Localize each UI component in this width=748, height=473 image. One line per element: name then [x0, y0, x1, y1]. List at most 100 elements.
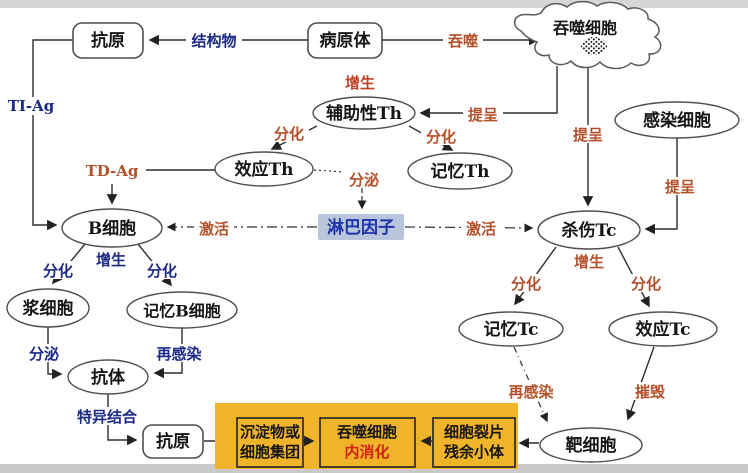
- svg-text:增生: 增生: [574, 253, 604, 271]
- svg-text:记忆Th: 记忆Th: [430, 161, 489, 182]
- label-activate-right: 激活: [461, 219, 501, 238]
- label-present-tc: 提呈: [568, 125, 608, 144]
- svg-text:记忆B细胞: 记忆B细胞: [143, 302, 221, 321]
- svg-text:吞噬: 吞噬: [447, 32, 478, 50]
- label-secrete-th: 分泌: [344, 170, 384, 189]
- label-td-ag: TD-Ag: [86, 161, 139, 180]
- svg-text:分化: 分化: [426, 128, 456, 146]
- node-plasma-cell: 浆细胞: [6, 288, 90, 328]
- svg-text:残余小体: 残余小体: [444, 443, 505, 461]
- svg-text:效应Tc: 效应Tc: [635, 319, 690, 340]
- label-differentiate-b-left: 分化: [38, 261, 78, 280]
- label-differentiate-th-left: 分化: [269, 124, 309, 143]
- node-antigen-bottom: 抗原: [142, 424, 204, 459]
- svg-text:提呈: 提呈: [468, 106, 498, 124]
- node-pathogen: 病原体: [307, 22, 383, 59]
- svg-text:再感染: 再感染: [508, 383, 554, 401]
- box-precipitate: 沉淀物或 细胞集团: [236, 417, 304, 468]
- node-memory-th: 记忆Th: [407, 152, 513, 190]
- svg-text:细胞裂片: 细胞裂片: [444, 423, 504, 441]
- node-target-cell: 靶细胞: [539, 427, 643, 463]
- label-proliferate-b: 增生: [96, 251, 126, 269]
- node-infected-cell: 感染细胞: [614, 101, 740, 139]
- svg-text:B细胞: B细胞: [88, 218, 136, 239]
- label-differentiate-tc-right: 分化: [626, 274, 666, 293]
- svg-text:分化: 分化: [274, 125, 304, 143]
- svg-text:分化: 分化: [511, 275, 541, 293]
- node-killer-tc: 杀伤Tc: [537, 210, 641, 250]
- svg-text:结构物: 结构物: [191, 32, 236, 50]
- svg-text:沉淀物或: 沉淀物或: [240, 423, 300, 441]
- node-b-cell: B细胞: [61, 208, 163, 248]
- label-proliferate-tc: 增生: [574, 253, 604, 271]
- label-secrete-plasma: 分泌: [24, 344, 64, 363]
- svg-text:抗原: 抗原: [91, 30, 125, 51]
- node-antibody: 抗体: [67, 359, 149, 395]
- svg-text:病原体: 病原体: [320, 30, 372, 51]
- svg-text:TD-Ag: TD-Ag: [86, 162, 139, 180]
- svg-text:细胞集团: 细胞集团: [240, 443, 300, 461]
- result-highlight-area: 沉淀物或 细胞集团 吞噬细胞 内消化 细胞裂片 残余小体: [215, 403, 518, 469]
- svg-text:分泌: 分泌: [349, 171, 379, 189]
- svg-text:TI-Ag: TI-Ag: [8, 97, 55, 115]
- svg-text:记忆Tc: 记忆Tc: [483, 319, 538, 340]
- svg-text:浆细胞: 浆细胞: [23, 298, 74, 319]
- label-ti-ag: TI-Ag: [8, 97, 55, 115]
- label-specific-binding: 特异结合: [72, 407, 142, 426]
- node-effector-th: 效应Th: [214, 151, 314, 187]
- top-border-band: [0, 0, 748, 8]
- svg-text:杀伤Tc: 杀伤Tc: [561, 220, 616, 241]
- edge-memory-b-to-antibody: [153, 328, 183, 379]
- label-differentiate-tc-left: 分化: [506, 274, 546, 293]
- label-present-th: 提呈: [463, 105, 503, 124]
- node-memory-tc: 记忆Tc: [458, 311, 564, 347]
- node-memory-b-cell: 记忆B细胞: [126, 291, 238, 329]
- svg-text:提呈: 提呈: [665, 178, 695, 196]
- edge-plasma-to-antibody: [47, 327, 63, 380]
- svg-text:辅助性Th: 辅助性Th: [326, 103, 402, 124]
- node-antigen-top: 抗原: [72, 22, 144, 59]
- svg-text:激活: 激活: [466, 220, 496, 238]
- node-phagocyte: 吞噬细胞: [513, 0, 662, 70]
- svg-text:分化: 分化: [43, 262, 73, 280]
- svg-text:吞噬细胞: 吞噬细胞: [336, 423, 397, 441]
- svg-text:提呈: 提呈: [573, 126, 603, 144]
- label-engulf: 吞噬: [443, 31, 483, 50]
- svg-text:摧毁: 摧毁: [635, 383, 666, 401]
- svg-text:靶细胞: 靶细胞: [566, 435, 617, 456]
- label-reinfect-tc: 再感染: [503, 382, 559, 401]
- svg-text:特异结合: 特异结合: [77, 408, 138, 426]
- label-present-infected: 提呈: [660, 177, 700, 196]
- svg-text:增生: 增生: [96, 251, 126, 269]
- node-helper-th: 辅助性Th: [312, 96, 416, 130]
- label-structure: 结构物: [186, 31, 242, 50]
- phagocyte-granule-icon: [581, 37, 607, 55]
- box-digestion: 吞噬细胞 内消化: [319, 417, 416, 468]
- node-effector-tc: 效应Tc: [608, 311, 718, 347]
- label-proliferate-th: 增生: [345, 74, 375, 92]
- svg-text:激活: 激活: [199, 220, 229, 238]
- svg-text:再感染: 再感染: [156, 345, 202, 363]
- label-differentiate-b-right: 分化: [142, 261, 182, 280]
- svg-text:吞噬细胞: 吞噬细胞: [553, 19, 617, 38]
- label-destroy: 摧毁: [630, 382, 670, 401]
- svg-text:分化: 分化: [631, 275, 661, 293]
- label-differentiate-th-right: 分化: [421, 127, 461, 146]
- edge-infected-to-killer-tc: [644, 138, 678, 235]
- phagocyte-blob-outline: [513, 0, 662, 70]
- svg-text:内消化: 内消化: [344, 443, 389, 461]
- svg-text:抗原: 抗原: [156, 431, 190, 452]
- label-activate-left: 激活: [194, 219, 234, 238]
- svg-text:效应Th: 效应Th: [234, 159, 293, 180]
- node-lymphokine: 淋巴因子: [318, 214, 404, 240]
- svg-text:分化: 分化: [147, 262, 177, 280]
- svg-text:抗体: 抗体: [91, 367, 126, 388]
- svg-text:淋巴因子: 淋巴因子: [327, 217, 395, 238]
- edge-effector-th-secrete-dotted: [313, 169, 345, 173]
- label-reinfect-b: 再感染: [151, 344, 207, 363]
- box-fragments: 细胞裂片 残余小体: [432, 417, 516, 468]
- edge-ti-ag-antigen-to-bcell: [32, 39, 73, 231]
- svg-text:分泌: 分泌: [29, 345, 59, 363]
